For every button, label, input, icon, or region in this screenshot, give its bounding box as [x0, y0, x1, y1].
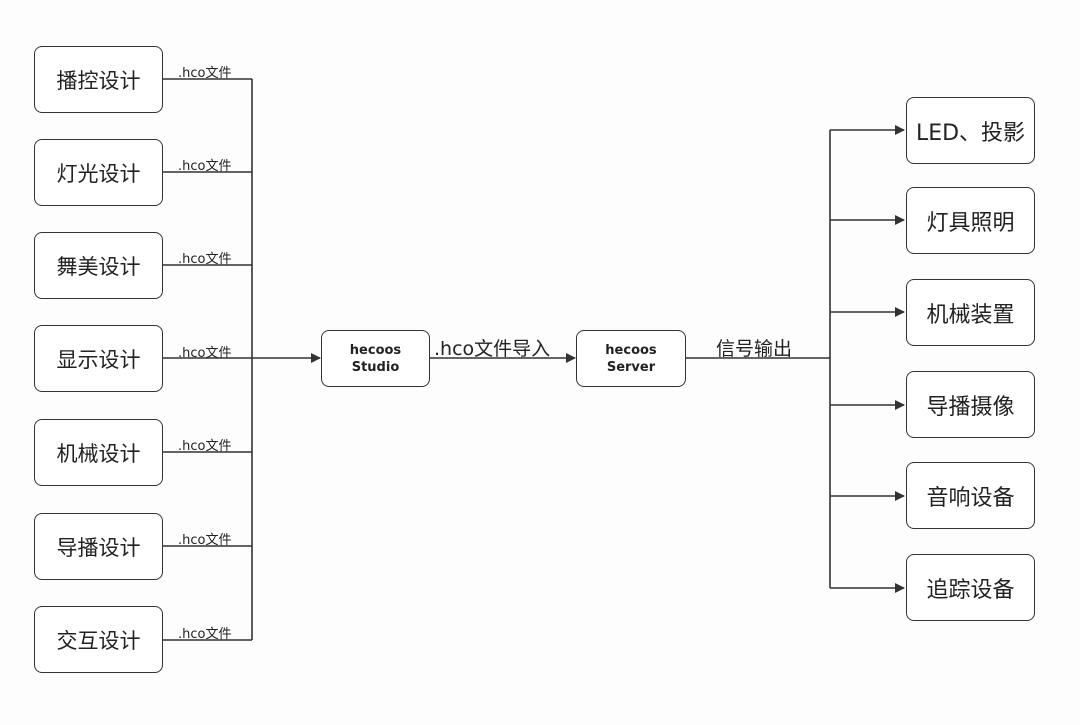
output-node-led-projection: LED、投影	[906, 97, 1035, 164]
output-node-camera: 导播摄像	[906, 371, 1035, 438]
input-node-mechanical: 机械设计	[34, 419, 163, 486]
input-node-display: 显示设计	[34, 325, 163, 392]
server-line2: Server	[606, 359, 656, 375]
studio-line1: hecoos	[349, 342, 402, 358]
node-label: 交互设计	[56, 628, 141, 653]
server-node: hecoos Server	[576, 330, 686, 387]
edge-label: .hco文件	[178, 346, 232, 361]
server-line1: hecoos	[605, 342, 657, 358]
node-label: 音响设备	[926, 485, 1015, 511]
edge-label: .hco文件	[178, 627, 232, 642]
studio-node: hecoos Studio	[321, 330, 430, 387]
edge-label: .hco文件	[178, 533, 232, 548]
node-label: 导播摄像	[926, 394, 1015, 420]
output-node-audio: 音响设备	[906, 462, 1035, 529]
edge-label: .hco文件	[178, 439, 232, 454]
node-label: 机械设计	[56, 441, 141, 466]
node-label: 追踪设备	[926, 577, 1015, 603]
edge-label: .hco文件	[178, 252, 232, 267]
output-node-tracking: 追踪设备	[906, 554, 1035, 621]
output-node-lighting-fixtures: 灯具照明	[906, 187, 1035, 254]
edge-label: .hco文件	[178, 66, 232, 81]
node-label: 机械装置	[926, 302, 1015, 328]
node-label: 导播设计	[56, 535, 141, 560]
node-label: 播控设计	[56, 68, 141, 93]
import-edge-label: .hco文件导入	[434, 338, 551, 360]
input-node-playback: 播控设计	[34, 46, 163, 113]
studio-line2: Studio	[351, 359, 400, 375]
node-label: 显示设计	[56, 347, 141, 372]
node-label: 灯具照明	[926, 210, 1015, 236]
node-label: 灯光设计	[56, 161, 141, 186]
edge-label: .hco文件	[178, 159, 232, 174]
input-node-stage: 舞美设计	[34, 232, 163, 299]
input-node-interaction: 交互设计	[34, 606, 163, 673]
input-node-lighting: 灯光设计	[34, 139, 163, 206]
input-node-directing: 导播设计	[34, 513, 163, 580]
node-label: 舞美设计	[56, 254, 141, 279]
output-edge-label: 信号输出	[716, 338, 793, 360]
node-label: LED、投影	[915, 120, 1026, 146]
output-node-mechanical-devices: 机械装置	[906, 279, 1035, 346]
